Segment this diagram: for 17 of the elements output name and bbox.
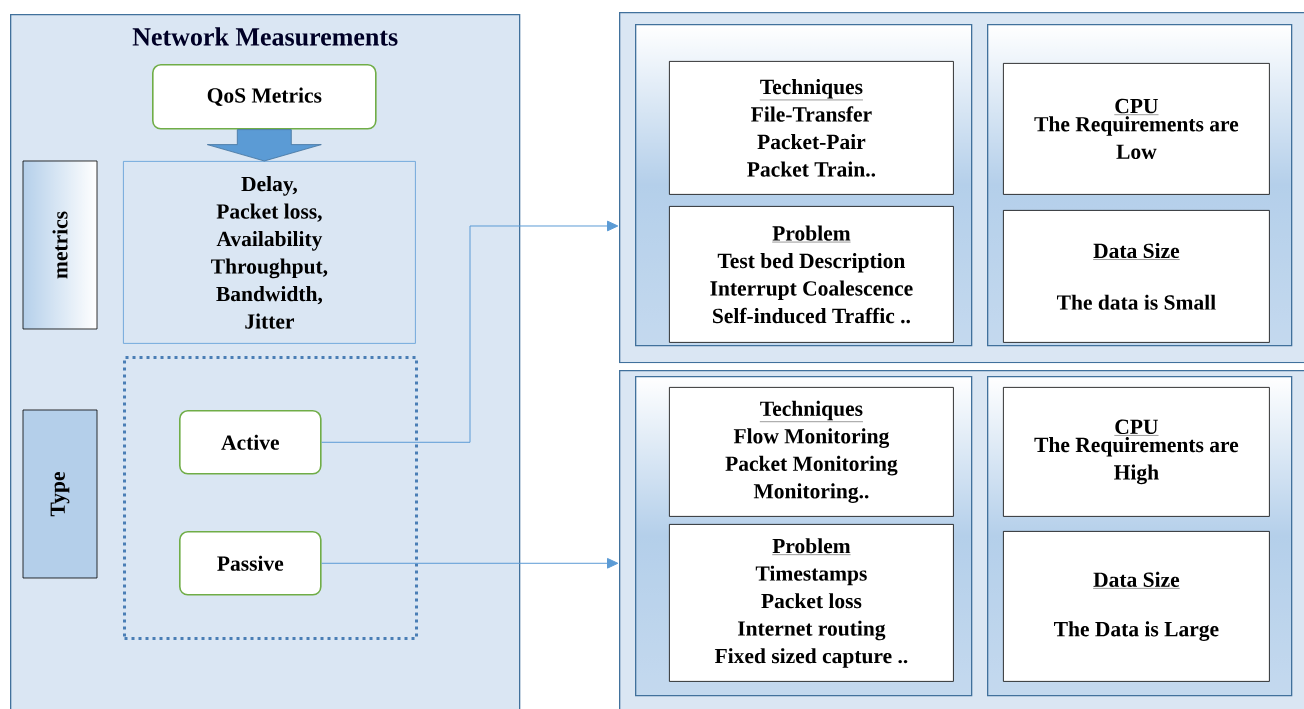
arrow xyxy=(321,220,619,443)
text-box: Data Size The Data is Large xyxy=(1003,531,1270,682)
rounded-box: QoS Metrics xyxy=(152,64,377,130)
arrow xyxy=(321,557,619,569)
side-label-box: Type xyxy=(22,409,98,579)
rounded-box: Passive xyxy=(179,531,322,596)
list-box: Delay, Packet loss, Availability Throughput, Bandwidth, Jitter xyxy=(123,161,416,344)
text-box: CPU The Requirements are Low xyxy=(1003,63,1270,195)
text-box: Data Size The data is Small xyxy=(1003,210,1270,343)
block-arrow xyxy=(206,129,322,162)
text-box: Techniques Flow Monitoring Packet Monitoring Monitoring.. xyxy=(669,387,954,517)
text-box: Problem Timestamps Packet loss Internet routing Fixed sized capture .. xyxy=(669,524,954,682)
text-box: Techniques File-Transfer Packet-Pair Packet Train.. xyxy=(669,61,954,195)
text-box: CPU The Requirements are High xyxy=(1003,387,1270,517)
side-label-box: metrics xyxy=(22,160,98,330)
text-box: Problem Test bed Description Interrupt Coalescence Self-induced Traffic .. xyxy=(669,206,954,343)
rounded-box: Active xyxy=(179,410,322,475)
